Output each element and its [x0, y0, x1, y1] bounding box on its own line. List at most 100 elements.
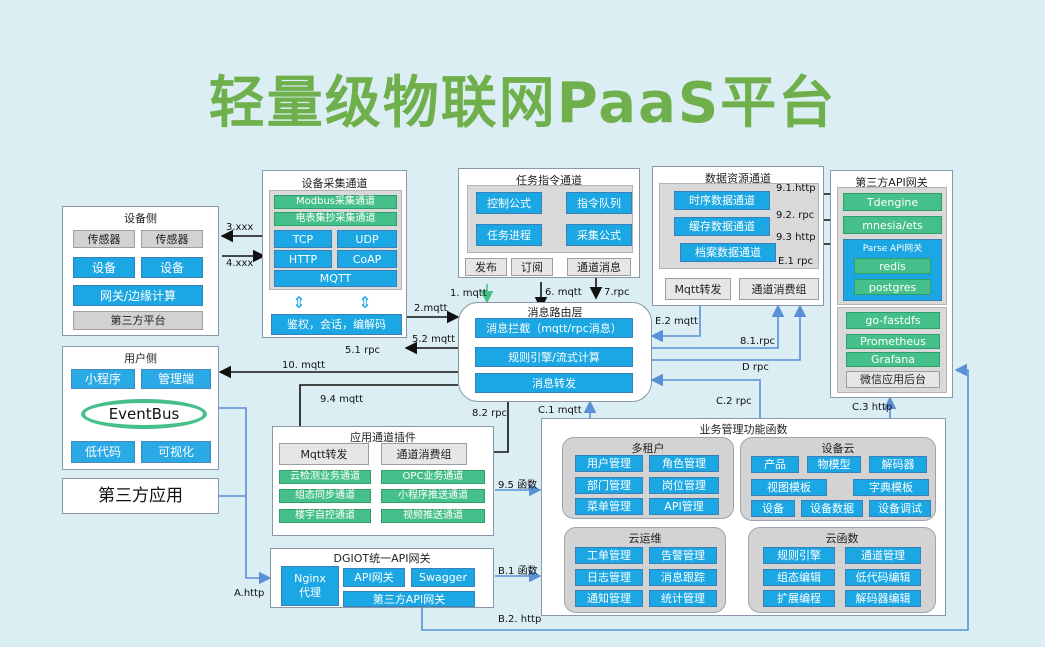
rule-engine-box: 规则引擎/流式计算	[475, 347, 633, 367]
connector-label: 5.2 mqtt	[412, 334, 456, 345]
data-resource-inner: 时序数据通道 缓存数据通道 档案数据通道	[659, 183, 819, 269]
device-side-title: 设备侧	[124, 212, 157, 225]
tdengine-box: Tdengine	[843, 193, 942, 211]
stats-mgmt-box: 统计管理	[649, 590, 717, 607]
tenant-group: 多租户 用户管理 角色管理 部门管理 岗位管理 菜单管理 API管理	[562, 437, 734, 519]
device-cloud-title: 设备云	[821, 442, 855, 455]
channel-message-tab: 通道消息	[567, 258, 631, 276]
eventbus-ellipse: EventBus	[81, 399, 207, 429]
mqtt-forward-box: Mqtt转发	[665, 278, 731, 300]
page-title: 轻量级物联网PaaS平台	[208, 71, 837, 136]
publish-tab: 发布	[465, 258, 507, 276]
scada-edit-box: 组态编辑	[763, 569, 835, 586]
biz-functions-title: 业务管理功能函数	[699, 423, 788, 436]
connector-label: 9.2. rpc	[776, 210, 815, 221]
device-debug-box: 设备调试	[869, 500, 931, 517]
app-plugin-title: 应用通道插件	[350, 431, 416, 444]
dgiot-gateway-title: DGIOT统一API网关	[333, 552, 431, 565]
api-gateway-box: API网关	[343, 568, 405, 587]
connector-label: D rpc	[742, 362, 769, 373]
plugin-consumer-group-box: 通道消费组	[381, 443, 467, 465]
product-box: 产品	[751, 456, 799, 473]
device-box: 设备	[751, 500, 795, 517]
collect-channel-inner: Modbus采集通道 电表集抄采集通道 TCP UDP HTTP CoAP MQ…	[269, 190, 402, 290]
connector-label: 9.5 函数	[498, 480, 538, 491]
dept-mgmt-box: 部门管理	[575, 477, 643, 494]
cloud-func-group: 云函数 规则引擎 通道管理 组态编辑 低代码编辑 扩展编程 解码器编辑	[748, 527, 936, 613]
thing-model-box: 物模型	[807, 456, 861, 473]
gateway-edge-box: 网关/边缘计算	[73, 285, 203, 306]
connector-label: 9.4 mqtt	[320, 394, 364, 405]
device-box: 设备	[141, 257, 203, 278]
post-mgmt-box: 岗位管理	[649, 477, 719, 494]
connector-label: 3.xxx	[226, 222, 254, 233]
connector-label: 8.2 rpc	[472, 408, 508, 419]
connector-label: B.2. http	[498, 614, 542, 625]
msg-trace-box: 消息跟踪	[649, 569, 717, 586]
cloud-ops-title: 云运维	[628, 532, 662, 545]
auth-codec-box: 鉴权，会话，编解码	[271, 314, 402, 335]
dgiot-gateway-panel: DGIOT统一API网关 Nginx 代理 API网关 Swagger 第三方A…	[270, 548, 494, 608]
third-api-panel: 第三方API网关 Tdengine mnesia/ets Parse API网关…	[830, 170, 953, 398]
admin-box: 管理端	[141, 369, 211, 389]
connector-label: C.2 rpc	[716, 396, 752, 407]
role-mgmt-box: 角色管理	[649, 455, 719, 472]
third-api-gateway-box: 第三方API网关	[343, 591, 475, 607]
swagger-box: Swagger	[411, 568, 475, 587]
wechat-backend-box: 微信应用后台	[846, 371, 940, 388]
collect-formula-box: 采集公式	[566, 224, 632, 246]
cloud-ops-group: 云运维 工单管理 告警管理 日志管理 消息跟踪 通知管理 统计管理	[564, 527, 726, 613]
connector-label: 1. mqtt	[450, 288, 487, 299]
user-side-panel: 用户侧 小程序 管理端 EventBus 低代码 可视化	[62, 346, 219, 470]
udp-box: UDP	[337, 230, 397, 248]
low-code-box: 低代码	[71, 441, 135, 463]
message-forward-box: 消息转发	[475, 373, 633, 393]
command-queue-box: 指令队列	[566, 192, 632, 214]
nginx-proxy-box: Nginx 代理	[281, 566, 339, 606]
device-data-box: 设备数据	[801, 500, 863, 517]
connector-label: 6. mqtt	[545, 287, 582, 298]
connector-label: 9.1.http	[776, 183, 816, 194]
third-party-app-box: 第三方应用	[62, 478, 219, 514]
task-channel-title: 任务指令通道	[516, 174, 582, 187]
message-intercept-box: 消息拦截（mqtt/rpc消息）	[475, 318, 633, 338]
http-box: HTTP	[274, 250, 332, 268]
double-arrow-icon: ⇕	[292, 293, 306, 312]
user-mgmt-box: 用户管理	[575, 455, 643, 472]
double-arrow-icon: ⇕	[358, 293, 372, 312]
plugin-channel-box: 楼宇自控通道	[279, 509, 371, 523]
message-router-panel: 消息路由层 消息拦截（mqtt/rpc消息） 规则引擎/流式计算 消息转发	[458, 302, 652, 402]
decoder-edit-box: 解码器编辑	[845, 590, 921, 607]
task-channel-panel: 任务指令通道 控制公式 指令队列 任务进程 采集公式 发布 订阅 通道消息	[458, 168, 640, 278]
device-side-panel: 设备侧 传感器 传感器 设备 设备 网关/边缘计算 第三方平台	[62, 206, 219, 336]
plugin-channel-box: 视频推送通道	[381, 509, 485, 523]
ticket-mgmt-box: 工单管理	[575, 547, 643, 564]
archive-channel-box: 档案数据通道	[680, 243, 776, 262]
task-process-box: 任务进程	[476, 224, 542, 246]
connector-label: 5.1 rpc	[345, 345, 381, 356]
mqtt-box: MQTT	[274, 270, 397, 287]
plugin-channel-box: OPC业务通道	[381, 470, 485, 484]
channel-mgmt-box: 通道管理	[845, 547, 921, 564]
visualization-box: 可视化	[141, 441, 211, 463]
connector-label: A.http	[234, 588, 265, 599]
lowcode-edit-box: 低代码编辑	[845, 569, 921, 586]
connector-label: C.1 mqtt	[538, 405, 582, 416]
parse-api-box: Parse API网关 redis postgres	[843, 239, 942, 301]
sensor-box: 传感器	[141, 230, 203, 248]
connector-label: 4.xxx	[226, 258, 254, 269]
dict-template-box: 字典模板	[853, 479, 929, 496]
go-fastdfs-box: go-fastdfs	[846, 312, 940, 329]
tenant-title: 多租户	[631, 442, 665, 455]
redis-box: redis	[854, 258, 931, 274]
plugin-channel-box: 云检测业务通道	[279, 470, 371, 484]
task-channel-inner: 控制公式 指令队列 任务进程 采集公式	[467, 185, 633, 253]
third-api-inner-2: go-fastdfs Prometheus Grafana 微信应用后台	[837, 307, 947, 393]
view-template-box: 视图模板	[751, 479, 827, 496]
connector-label: E.2 mqtt	[655, 316, 698, 327]
rule-engine-fn-box: 规则引擎	[763, 547, 835, 564]
cache-channel-box: 缓存数据通道	[674, 217, 770, 236]
sensor-box: 传感器	[73, 230, 135, 248]
connector-label: 9.3 http	[776, 232, 816, 243]
plugin-mqtt-forward-box: Mqtt转发	[279, 443, 369, 465]
